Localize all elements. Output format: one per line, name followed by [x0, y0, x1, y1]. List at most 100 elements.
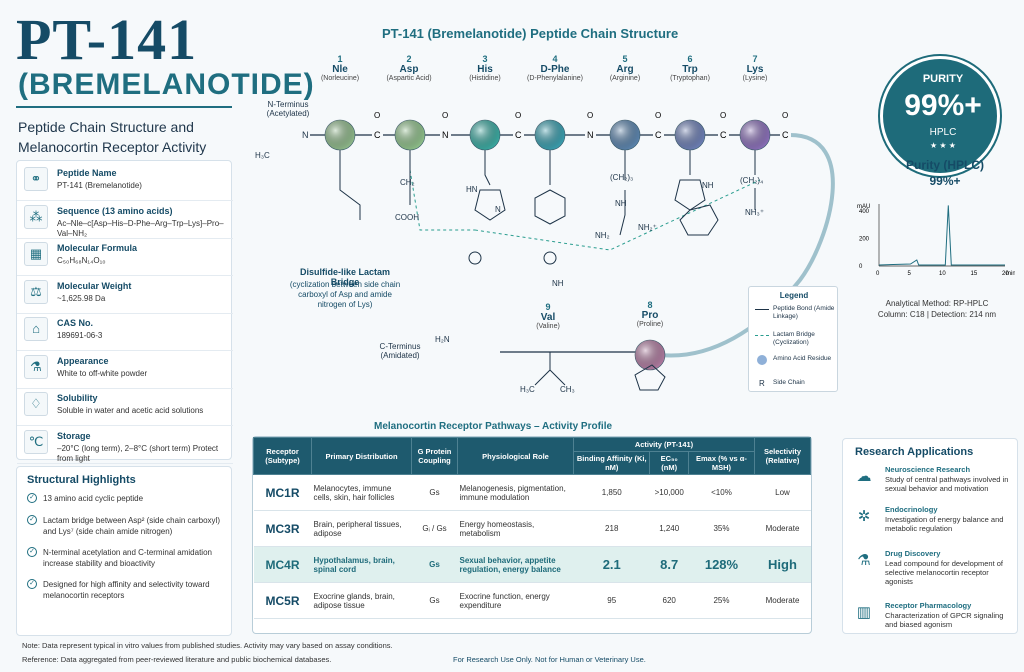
- h3c-label: H₃C: [255, 151, 270, 160]
- residue-abbr: Nle: [332, 64, 348, 75]
- bridge-label: Disulfide-like Lactam Bridge: [299, 267, 391, 287]
- residue-full: (Arginine): [609, 75, 641, 82]
- table-cell: Moderate: [754, 510, 811, 547]
- footer-reference: Reference: Data aggregated from peer-rev…: [22, 655, 332, 664]
- residue-ball-shine: [535, 120, 565, 150]
- table-cell: High: [754, 546, 811, 583]
- calculator-icon: ▦: [24, 242, 48, 266]
- legend-item-bridge: Lactam Bridge (Cyclization): [773, 331, 815, 346]
- residue-number: 5: [622, 54, 628, 64]
- scale-icon: ⚖: [24, 279, 48, 304]
- th-ec50: EC₅₀ (nM): [649, 451, 689, 475]
- atom-bg: [653, 128, 664, 141]
- residue-abbr: D-Phe: [540, 64, 570, 75]
- bridge-carbon-right: [543, 251, 557, 265]
- title-divider: [16, 106, 232, 108]
- table-cell: Sexual behavior, appetite regulation, en…: [457, 546, 574, 583]
- th-receptor: Receptor (Subtype): [253, 437, 312, 475]
- residue-number: 9: [545, 302, 551, 312]
- hplc-ylabel: mAU: [857, 204, 870, 210]
- purity-badge-value: 99%+: [904, 89, 982, 122]
- property-value: Soluble in water and acetic acid solutio…: [57, 406, 204, 415]
- residue-abbr: Trp: [682, 64, 698, 75]
- hplc-xunit: min: [1006, 271, 1015, 277]
- residue-abbr: Val: [540, 312, 556, 323]
- th-role: Physiological Role: [457, 437, 574, 475]
- application-title: Neuroscience Research: [885, 465, 971, 474]
- legend-panel: Legend Peptide Bond (Amide Linkage) Lact…: [748, 286, 838, 392]
- lys-nh-label: NH₃⁺: [745, 208, 764, 217]
- highlight-item: ✓Lactam bridge between Asp² (side chain …: [27, 515, 227, 537]
- property-value: 189691-06-3: [57, 331, 103, 340]
- highlight-text: Lactam bridge between Asp² (side chain c…: [43, 516, 220, 536]
- residue-full: (Tryptophan): [670, 75, 710, 82]
- backbone-atom-atom_c: C: [720, 130, 727, 140]
- table-cell: 8.7: [649, 546, 689, 583]
- purity-label: Purity (HPLC) 99%+: [870, 157, 1020, 189]
- table-cell: 128%: [688, 546, 755, 583]
- residue-full: (Norleucine): [320, 75, 360, 82]
- residue-full: (Aspartic Acid): [386, 75, 432, 82]
- his-hn-label: HN: [466, 185, 478, 194]
- val-ch3-label: CH₃: [560, 385, 575, 394]
- table-cell: 1,240: [649, 510, 689, 547]
- property-row: ℃ Storage –20°C (long term), 2–8°C (short …: [17, 424, 233, 464]
- trp-nh-label: NH: [702, 181, 714, 190]
- residue-full: (Valine): [536, 323, 560, 330]
- hplc-xtick: 20: [1002, 271, 1009, 277]
- lys-ch-label: (CH₂)₄: [740, 176, 763, 185]
- property-value: –20°C (long term), 2–8°C (short term) Pr…: [57, 443, 219, 463]
- legend-item-bond: Peptide Bond (Amide Linkage): [773, 305, 835, 320]
- footer-ruo: For Research Use Only. Not for Human or …: [453, 655, 646, 664]
- application-desc: Investigation of energy balance and meta…: [885, 515, 1004, 533]
- receptor-table: Receptor (Subtype) Primary Distribution …: [252, 436, 812, 634]
- application-desc: Study of central pathways involved in se…: [885, 475, 1009, 493]
- carbonyl-o: O: [442, 111, 448, 120]
- flask-icon: ⚗: [24, 354, 48, 379]
- backbone-atom-atom_n: N: [587, 130, 594, 140]
- backbone-atom-atom_c: C: [374, 130, 381, 140]
- application-title: Drug Discovery: [885, 549, 941, 558]
- application-desc: Characterization of GPCR signaling and b…: [885, 611, 1004, 629]
- purity-badge-top: PURITY: [922, 73, 964, 85]
- check-icon: ✓: [27, 579, 37, 589]
- chain-connector: [659, 133, 835, 358]
- property-label: Storage: [57, 430, 91, 441]
- table-cell: 1,850: [573, 474, 650, 511]
- thermometer-icon: ℃: [24, 429, 48, 454]
- residue-ball-shine: [740, 120, 770, 150]
- backbone-atom-atom_c: C: [782, 130, 789, 140]
- residue-number: 6: [687, 54, 693, 64]
- flask-icon: ⚗: [857, 552, 871, 569]
- hplc-ytick: 200: [859, 236, 870, 242]
- residue-abbr: Arg: [616, 64, 634, 75]
- table-cell: >10,000: [649, 474, 689, 511]
- drop-icon: ♢: [24, 392, 48, 416]
- carbonyl-o: O: [515, 111, 521, 120]
- carbonyl-o: O: [587, 111, 593, 120]
- table-cell: Hypothalamus, brain, spinal cord: [311, 546, 412, 583]
- legend-r-swatch: R: [759, 379, 765, 388]
- hplc-xtick: 5: [908, 271, 912, 277]
- property-label: Appearance: [57, 355, 109, 366]
- purity-badge: PURITY 99%+ HPLC ★ ★ ★: [880, 56, 1000, 176]
- pro-ring: [634, 364, 666, 391]
- th-selectivity: Selectivity (Relative): [754, 437, 811, 475]
- table-cell: Gs: [411, 582, 458, 619]
- th-ki: Binding Affinity (Ki, nM): [572, 451, 651, 475]
- atom-bg: [780, 128, 791, 141]
- table-cell: 95: [573, 582, 650, 619]
- property-value: White to off-white powder: [57, 368, 148, 378]
- legend-item-sidechain: Side Chain: [773, 379, 805, 386]
- table-cell: Exocrine glands, brain, adipose tissue: [311, 582, 412, 619]
